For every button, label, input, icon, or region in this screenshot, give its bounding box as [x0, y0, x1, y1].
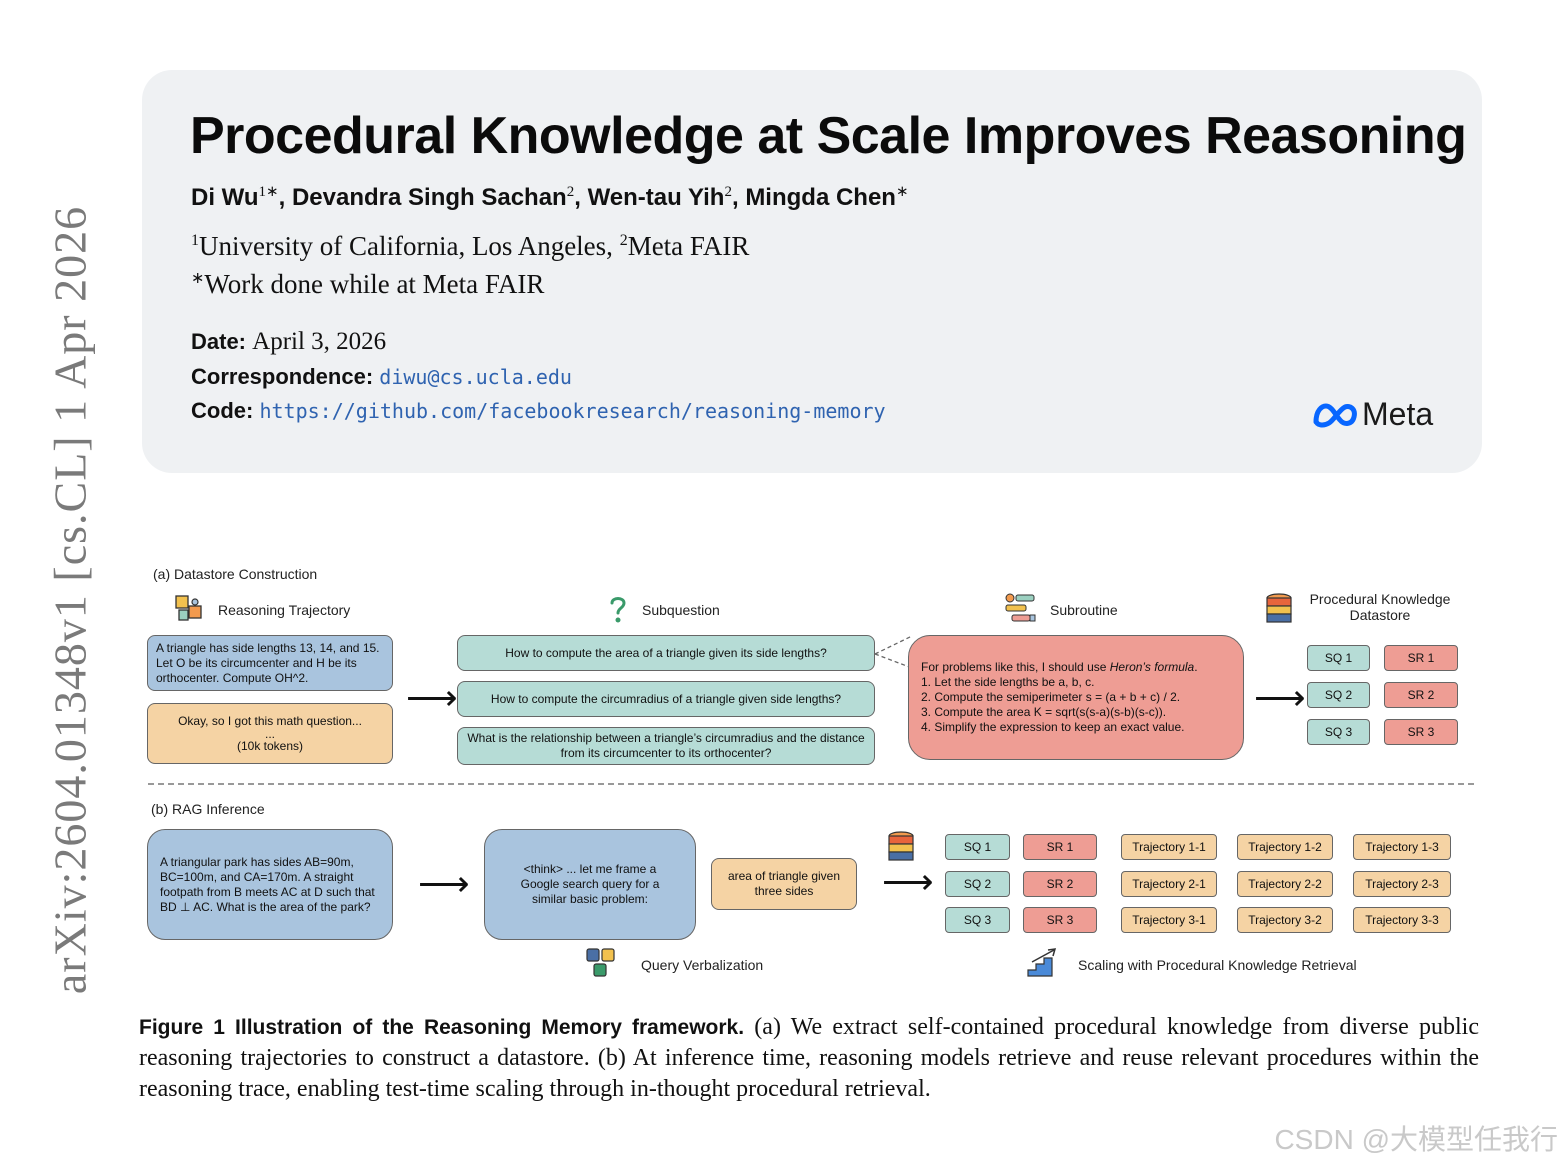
affil-mark: ∗ — [191, 270, 205, 287]
meta-logo: Meta — [1312, 396, 1433, 433]
meta-infinity-icon — [1313, 402, 1357, 427]
subroutine-step: 1. Let the side lengths be a, b, c. — [921, 675, 1095, 689]
author-affil-mark: 2 — [724, 184, 732, 200]
arrow-right-icon: ⟶ — [418, 863, 470, 904]
col-datastore: Procedural Knowledge Datastore — [1302, 591, 1458, 623]
author-affil-mark: 1∗ — [258, 184, 279, 200]
trajectory-cell: Trajectory 1-3 — [1353, 834, 1451, 860]
sq-cell: SQ 3 — [1307, 719, 1370, 745]
paper-title: Procedural Knowledge at Scale Improves R… — [190, 107, 1467, 165]
affil-mark: 2 — [619, 232, 628, 249]
meta-logo-text: Meta — [1362, 396, 1434, 432]
subroutine-step: 4. Simplify the expression to keep an ex… — [921, 720, 1185, 734]
subroutine-step: 3. Compute the area K = sqrt(s(s-a)(s-b)… — [921, 705, 1167, 719]
caption-label: Figure 1 Illustration of the Reasoning M… — [139, 1016, 745, 1039]
sq-cell: SQ 3 — [945, 907, 1010, 933]
date-value: April 3, 2026 — [252, 328, 387, 355]
database-icon — [888, 831, 914, 861]
sr-cell: SR 2 — [1384, 682, 1458, 708]
sr-cell: SR 1 — [1023, 834, 1097, 860]
trajectory-cell: Trajectory 3-2 — [1237, 907, 1333, 933]
trajectory-box: Okay, so I got this math question... ...… — [147, 703, 393, 764]
affil-note-text: Work done while at Meta FAIR — [204, 269, 545, 299]
correspondence-row: Correspondence: diwu@cs.ucla.edu — [191, 364, 572, 390]
correspondence-email-link[interactable]: diwu@cs.ucla.edu — [379, 365, 572, 389]
problem-box: A triangle has side lengths 13, 14, and … — [147, 635, 393, 691]
trajectory-cell: Trajectory 2-2 — [1237, 871, 1333, 897]
affiliation-note: ∗Work done while at Meta FAIR — [191, 268, 544, 300]
code-url-link[interactable]: https://github.com/facebookresearch/reas… — [259, 399, 886, 423]
subroutine-flow-icon — [1005, 593, 1036, 622]
trajectory-token-count: (10k tokens) — [236, 738, 304, 753]
watermark: CSDN @大模型任我行 — [1274, 1124, 1558, 1155]
figure-caption: Figure 1 Illustration of the Reasoning M… — [139, 1012, 1479, 1105]
author-name: Wen-tau Yih — [587, 184, 725, 211]
arrow-right-icon: ⟶ — [1254, 677, 1306, 718]
question-mark-icon — [610, 597, 626, 623]
subroutine-box: For problems like this, I should use Her… — [908, 635, 1244, 760]
subroutine-step: 2. Compute the semiperimeter s = (a + b … — [921, 690, 1181, 704]
sq-cell: SQ 2 — [945, 871, 1010, 897]
date-label: Date: — [191, 329, 247, 354]
section-a-label: (a) Datastore Construction — [153, 566, 318, 582]
col-reasoning-trajectory: Reasoning Trajectory — [218, 602, 351, 618]
affil-ucla: University of California, Los Angeles, — [199, 231, 620, 261]
col-subquestion: Subquestion — [642, 602, 720, 618]
trajectory-line: Okay, so I got this math question... — [178, 713, 362, 728]
subquestion-box: How to compute the area of a triangle gi… — [457, 635, 875, 671]
trajectory-cell: Trajectory 2-3 — [1353, 871, 1451, 897]
author-name: Di Wu — [191, 184, 259, 211]
affiliation-line: 1University of California, Los Angeles, … — [191, 231, 749, 262]
col-datastore-line1: Procedural Knowledge — [1309, 591, 1451, 607]
stairs-growth-icon — [1027, 948, 1057, 977]
subroutine-intro-end: . — [1194, 660, 1198, 674]
sr-cell: SR 3 — [1023, 907, 1097, 933]
puzzle-icon — [175, 595, 202, 621]
col-datastore-line2: Datastore — [1349, 607, 1411, 623]
author-affil-mark: 2 — [566, 184, 575, 200]
trajectory-ellipsis: ... — [264, 726, 275, 741]
col-subroutine: Subroutine — [1050, 602, 1118, 618]
trajectory-cell: Trajectory 3-3 — [1353, 907, 1451, 933]
author-name: Mingda Chen — [745, 184, 896, 211]
code-row: Code: https://github.com/facebookresearc… — [191, 398, 886, 424]
date-row: Date: April 3, 2026 — [191, 328, 386, 356]
query-verbalization-label: Query Verbalization — [641, 957, 764, 973]
trajectory-cell: Trajectory 3-1 — [1121, 907, 1217, 933]
sq-cell: SQ 2 — [1307, 682, 1370, 708]
author-affil-mark: ∗ — [895, 184, 909, 200]
think-box: <think> ... let me frame a Google search… — [484, 829, 696, 940]
header-card — [142, 70, 1482, 473]
section-b-label: (b) RAG Inference — [151, 801, 265, 817]
sr-cell: SR 2 — [1023, 871, 1097, 897]
subroutine-intro: For problems like this, I should use Her… — [921, 660, 1198, 675]
sq-cell: SQ 1 — [945, 834, 1010, 860]
arxiv-identifier: arXiv:2604.01348v1 [cs.CL] 1 Apr 2026 — [44, 205, 96, 995]
subroutine-intro-text: For problems like this, I should use — [921, 660, 1110, 674]
puzzle-pieces-icon — [586, 948, 615, 977]
affil-meta: Meta FAIR — [627, 231, 750, 261]
affil-mark: 1 — [191, 232, 199, 249]
subquestion-box: How to compute the circumradius of a tri… — [457, 681, 875, 717]
sr-cell: SR 3 — [1384, 719, 1458, 745]
trajectory-cell: Trajectory 1-1 — [1121, 834, 1217, 860]
query-box: area of triangle given three sides — [711, 858, 857, 910]
database-icon — [1266, 593, 1292, 623]
trajectory-cell: Trajectory 1-2 — [1237, 834, 1333, 860]
sq-cell: SQ 1 — [1307, 645, 1370, 671]
author-name: Devandra Singh Sachan — [291, 184, 567, 211]
scaling-label: Scaling with Procedural Knowledge Retrie… — [1078, 957, 1357, 973]
author-list: Di Wu1∗, Devandra Singh Sachan2, Wen-tau… — [191, 184, 909, 211]
subquestion-box: What is the relationship between a trian… — [457, 727, 875, 765]
correspondence-label: Correspondence: — [191, 364, 374, 389]
trajectory-cell: Trajectory 2-1 — [1121, 871, 1217, 897]
rag-problem-box: A triangular park has sides AB=90m, BC=1… — [147, 829, 393, 940]
subroutine-formula: Heron’s formula — [1109, 660, 1195, 674]
caption-text: (a) We extract self-contained procedural… — [139, 1014, 1479, 1102]
arrow-right-icon: ⟶ — [406, 677, 458, 718]
section-divider — [148, 783, 1474, 785]
code-label: Code: — [191, 398, 254, 423]
sr-cell: SR 1 — [1384, 645, 1458, 671]
arrow-right-icon: ⟶ — [882, 861, 934, 902]
